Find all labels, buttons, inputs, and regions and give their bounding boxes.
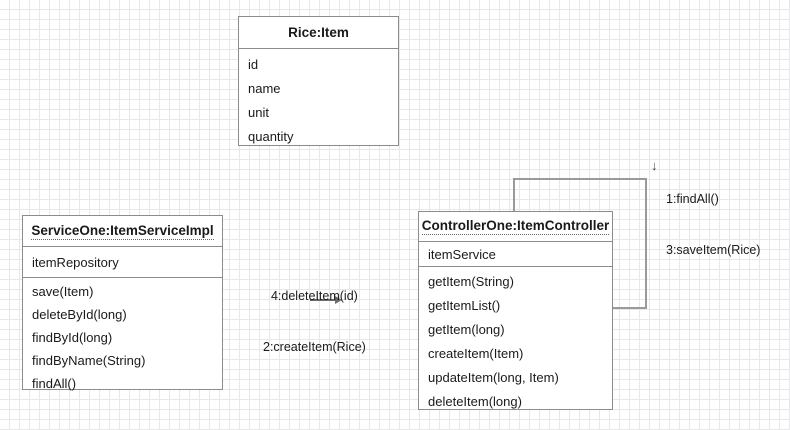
class-method-row: getItem(long) [428,321,505,337]
class-attribute-row: itemService [428,246,496,262]
connector-segment-vertical-left [513,178,515,212]
class-method-row: save(Item) [32,284,94,299]
class-method-row: getItem(String) [428,273,514,289]
class-title-text: ControllerOne:ItemController [421,218,610,235]
connector-segment-horizontal-top [513,178,647,180]
connector-segment-horizontal-bottom [612,307,647,309]
class-methods-controller-one: getItem(String) getItemList() getItem(lo… [419,266,612,413]
class-attribute-row: quantity [248,128,294,144]
class-attributes-service-one: itemRepository [23,246,222,277]
label-line: 3:saveItem(Rice) [666,243,761,257]
class-methods-service-one: save(Item) deleteById(long) findById(lon… [23,277,222,395]
arrow-service-to-controller [310,296,342,304]
class-box-service-one[interactable]: ServiceOne:ItemServiceImpl itemRepositor… [22,215,223,391]
arrow-down-icon: ↓ [651,158,658,173]
class-attribute-row: itemRepository [32,254,119,270]
connector-segment-vertical-right [645,178,647,309]
class-method-row: updateItem(long, Item) [428,369,559,385]
class-method-row: findAll() [32,376,77,391]
class-method-row: createItem(Item) [428,345,524,361]
class-attribute-row: unit [248,104,269,120]
label-line: 1:findAll() [666,192,719,206]
class-title-service-one: ServiceOne:ItemServiceImpl [23,216,222,246]
class-title-text: ServiceOne:ItemServiceImpl [31,222,214,240]
class-box-controller-one[interactable]: ControllerOne:ItemController itemService… [418,211,613,410]
class-method-row: getItemList() [428,297,501,313]
label-controller-messages: 1:findAll() 3:saveItem(Rice) [666,157,760,293]
class-attributes-rice-item: id name unit quantity [239,48,398,148]
label-line: 2:createItem(Rice) [263,340,366,354]
class-method-row: findByName(String) [32,353,146,368]
class-method-row: deleteItem(long) [428,393,522,409]
label-service-controller-messages: 4:deleteItem(id) 2:createItem(Rice) [263,254,366,390]
label-line: 4:deleteItem(id) [270,289,358,303]
class-attributes-controller-one: itemService [419,241,612,266]
class-method-row: deleteById(long) [32,307,127,322]
class-title-text: Rice:Item [288,25,349,40]
class-title-controller-one: ControllerOne:ItemController [419,212,612,241]
class-attribute-row: name [248,80,281,96]
class-title-rice-item: Rice:Item [239,17,398,48]
class-box-rice-item[interactable]: Rice:Item id name unit quantity [238,16,399,146]
class-method-row: findById(long) [32,330,113,345]
class-attribute-row: id [248,56,259,72]
